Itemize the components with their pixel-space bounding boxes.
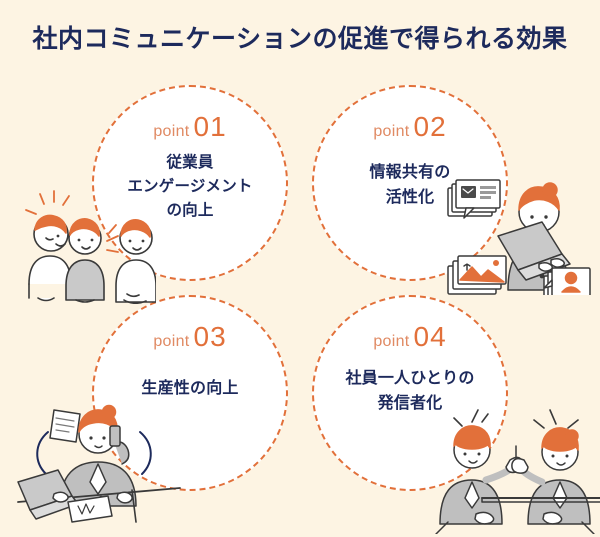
- point-body-line: の向上: [166, 202, 214, 220]
- point-body-01: 従業員 エンゲージメント の向上: [95, 151, 285, 223]
- point-body-line: エンゲージメント: [127, 178, 253, 196]
- point-number-02: 02: [413, 111, 447, 142]
- point-body-line: 情報共有の: [369, 164, 451, 181]
- point-body-line: 活性化: [385, 188, 435, 206]
- point-number-01: 01: [193, 111, 227, 142]
- point-body-02: 情報共有の 活性化: [315, 161, 505, 211]
- point-word-02: point: [373, 123, 410, 140]
- point-word-01: point: [153, 123, 190, 140]
- point-label-01: point 01: [153, 113, 226, 141]
- point-body-line: 従業員: [166, 154, 214, 171]
- point-number-04: 04: [413, 321, 447, 352]
- point-label-04: point 04: [373, 323, 446, 351]
- point-body-line: 発信者化: [377, 394, 443, 412]
- point-body-line: 生産性の向上: [141, 380, 239, 397]
- page-title: 社内コミュニケーションの促進で得られる効果: [32, 25, 568, 53]
- point-card-04: point 04 社員一人ひとりの 発信者化: [312, 295, 508, 491]
- point-card-01: point 01 従業員 エンゲージメント の向上: [92, 85, 288, 281]
- point-body-03: 生産性の向上: [95, 377, 285, 402]
- point-label-03: point 03: [153, 323, 226, 351]
- point-label-02: point 02: [373, 113, 446, 141]
- point-number-03: 03: [193, 321, 227, 352]
- point-word-04: point: [373, 333, 410, 350]
- point-body-04: 社員一人ひとりの 発信者化: [315, 367, 505, 417]
- point-word-03: point: [153, 333, 190, 350]
- point-card-03: point 03 生産性の向上: [92, 295, 288, 491]
- point-card-02: point 02 情報共有の 活性化: [312, 85, 508, 281]
- point-body-line: 社員一人ひとりの: [345, 370, 475, 387]
